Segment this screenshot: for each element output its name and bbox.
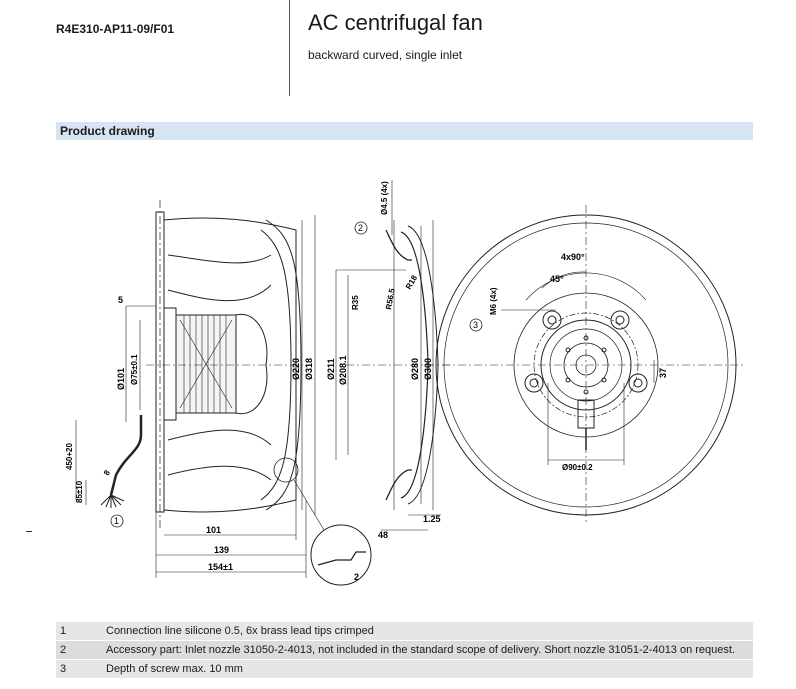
front-view — [426, 205, 746, 525]
dim-m6: M6 (4x) — [489, 287, 498, 315]
dim-d101: Ø101 — [116, 368, 126, 390]
dim-d280: Ø280 — [410, 358, 420, 380]
dim-2: 2 — [354, 572, 359, 582]
dim-1-25: 1.25 — [423, 514, 441, 524]
callout-2-label: 2 — [358, 223, 363, 233]
dim-5: 5 — [118, 295, 123, 305]
callout-3: 3 — [469, 318, 483, 332]
dim-48: 48 — [378, 530, 388, 540]
table-row: 1 Connection line silicone 0.5, 6x brass… — [56, 622, 753, 641]
table-row: 3 Depth of screw max. 10 mm — [56, 659, 753, 679]
dim-r56-5: R56.5 — [384, 287, 397, 310]
margin-mark — [26, 531, 32, 532]
dim-d220: Ø220 — [291, 358, 301, 380]
dim-4x90: 4x90° — [561, 252, 585, 262]
notes-table: 1 Connection line silicone 0.5, 6x brass… — [56, 622, 753, 679]
note-number: 1 — [56, 622, 102, 641]
dim-450: 450+20 — [65, 443, 74, 470]
dim-154: 154±1 — [208, 562, 233, 572]
callout-3-label: 3 — [473, 320, 478, 330]
model-number: R4E310-AP11-09/F01 — [56, 22, 175, 36]
dim-r35: R35 — [351, 295, 360, 310]
dim-85: 85±10 — [75, 480, 84, 503]
note-text: Connection line silicone 0.5, 6x brass l… — [102, 622, 753, 641]
dim-d318: Ø318 — [304, 358, 314, 380]
note-number: 2 — [56, 640, 102, 660]
product-title: AC centrifugal fan — [308, 10, 483, 35]
side-view — [75, 200, 372, 586]
dim-139: 139 — [214, 545, 229, 555]
callout-1: 1 — [110, 514, 124, 528]
dim-101: 101 — [206, 525, 221, 535]
dim-d4-5: Ø4.5 (4x) — [380, 181, 389, 215]
dim-r18: R18 — [404, 273, 419, 291]
callout-1-label: 1 — [114, 516, 119, 526]
dim-d75: Ø75±0.1 — [130, 354, 139, 385]
dim-d211: Ø211 — [326, 358, 336, 380]
header-divider — [289, 0, 290, 96]
note-number: 3 — [56, 659, 102, 679]
note-text: Depth of screw max. 10 mm — [102, 659, 753, 679]
note-text: Accessory part: Inlet nozzle 31050-2-401… — [102, 640, 753, 660]
dim-d90: Ø90±0.2 — [562, 463, 593, 472]
dim-d208: Ø208.1 — [338, 355, 348, 385]
product-subtitle: backward curved, single inlet — [308, 48, 463, 62]
dim-8: 8 — [102, 468, 112, 477]
dim-45: 45° — [550, 274, 564, 284]
table-row: 2 Accessory part: Inlet nozzle 31050-2-4… — [56, 640, 753, 660]
section-view — [335, 180, 451, 531]
dim-d300: Ø300 — [423, 358, 433, 380]
product-drawing: 5 Ø101 Ø75±0.1 Ø220 Ø318 450+20 85±10 8 … — [65, 180, 746, 586]
section-header: Product drawing — [56, 122, 753, 140]
callout-2: 2 — [354, 221, 368, 235]
section-title: Product drawing — [60, 124, 155, 138]
dim-37: 37 — [658, 368, 668, 378]
